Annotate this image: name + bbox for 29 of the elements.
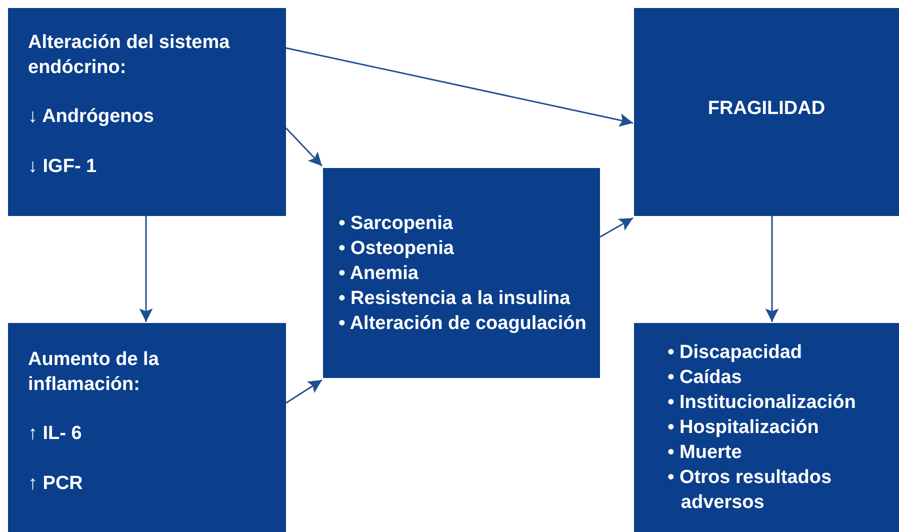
arrow	[286, 47, 634, 127]
box-heading: Alteración del sistema endócrino:	[28, 31, 231, 80]
list-item: ↑ IL- 6	[28, 422, 83, 446]
arrow	[139, 216, 153, 322]
arrow	[285, 127, 323, 167]
list-item: • Muerte	[666, 441, 743, 465]
process-box	[634, 323, 899, 532]
arrow	[765, 216, 779, 322]
process-box	[323, 168, 600, 378]
list-item: • Osteopenia	[338, 236, 455, 260]
list-item: • Resistencia a la insulina	[338, 286, 572, 310]
list-item: • Anemia	[338, 262, 420, 286]
list-item: • Sarcopenia	[338, 212, 454, 236]
list-item: ↓ IGF- 1	[28, 155, 98, 179]
arrow	[286, 379, 322, 404]
list-item: ↑ PCR	[28, 472, 84, 496]
process-box	[8, 323, 286, 532]
list-item: • Alteración de coagulación	[338, 312, 588, 336]
list-item: • Caídas	[666, 366, 743, 390]
list-item: ↓ Andrógenos	[28, 105, 155, 129]
list-item: • Otros resultados adversos	[666, 466, 833, 515]
list-item: • Hospitalización	[666, 416, 820, 440]
list-item: • Discapacidad	[666, 341, 804, 365]
box-heading: FRAGILIDAD	[706, 97, 826, 121]
arrow	[600, 217, 634, 238]
list-item: • Institucionalización	[666, 391, 857, 415]
process-box	[8, 8, 286, 216]
box-heading: Aumento de la inflamación:	[28, 348, 160, 397]
process-box	[634, 8, 899, 216]
